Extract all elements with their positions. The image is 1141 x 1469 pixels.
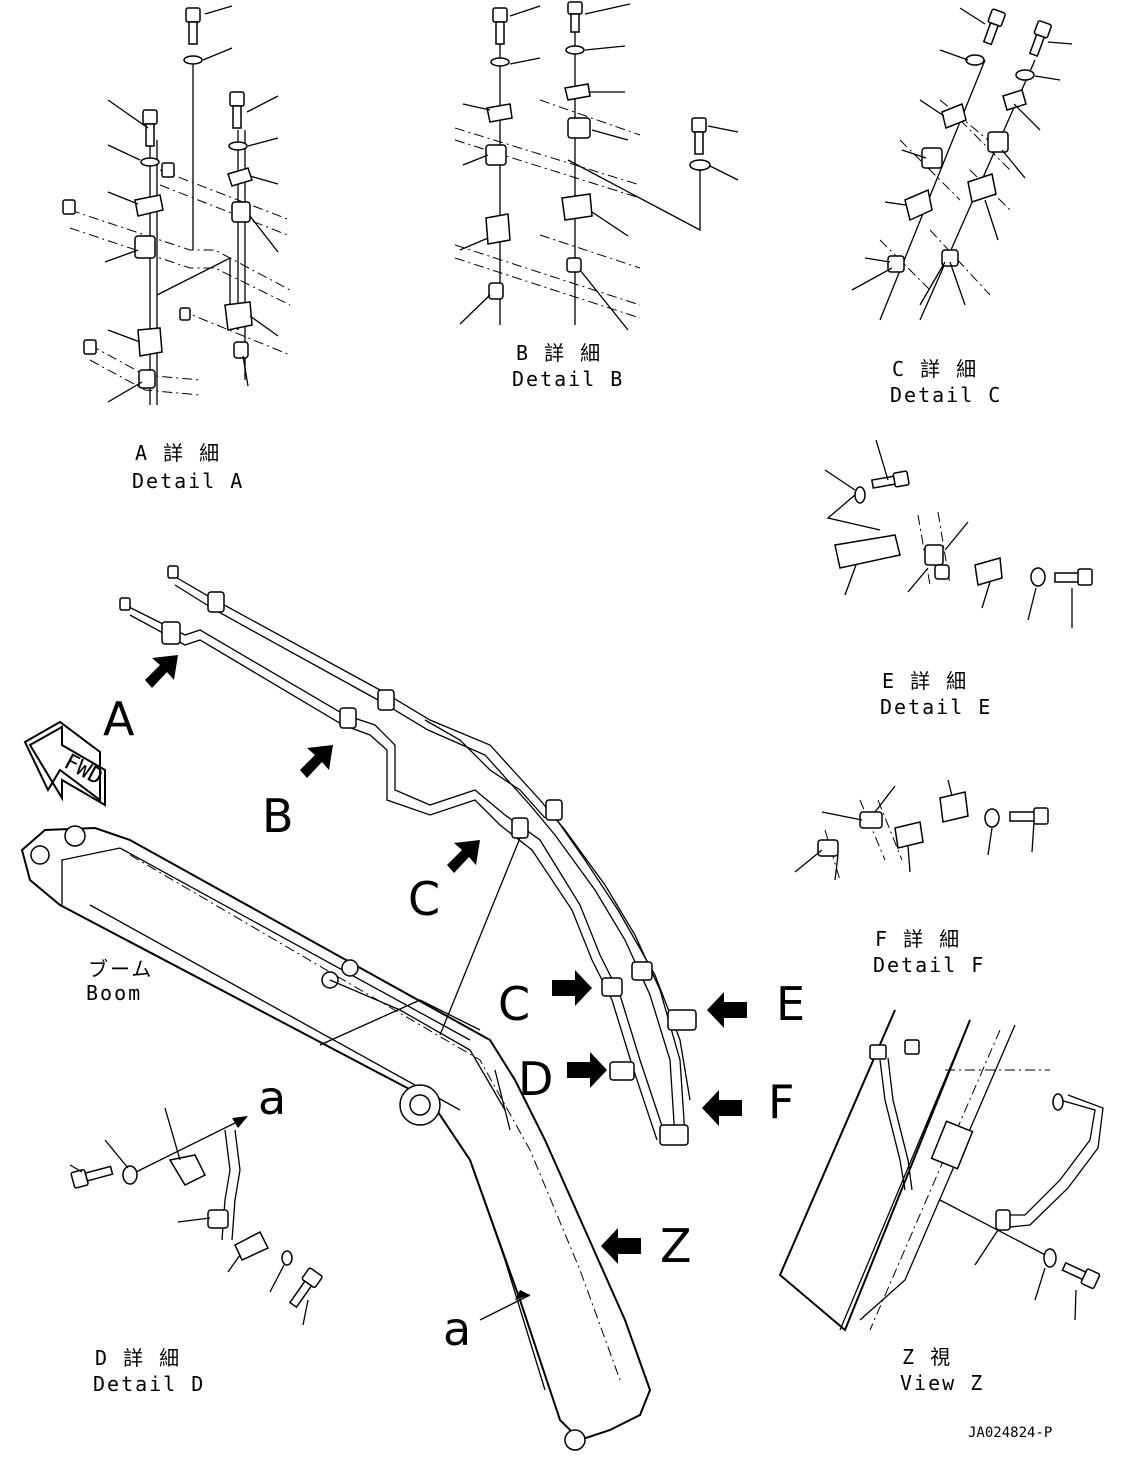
- detail-f-drawing: [794, 779, 1049, 881]
- callout-a: A: [103, 692, 135, 746]
- callout-c-lower: C: [498, 977, 530, 1031]
- detail-c-title-en: Detail C: [890, 383, 1002, 407]
- detail-b-title-ja: B 詳 細: [516, 341, 602, 365]
- detail-d-title-en: Detail D: [93, 1372, 205, 1396]
- callout-c-upper: C: [408, 872, 440, 926]
- detail-c-drawing: [851, 7, 1073, 321]
- view-z-title-ja: Z 視: [902, 1345, 952, 1369]
- detail-a-title-en: Detail A: [132, 469, 244, 493]
- callout-z: Z: [660, 1219, 692, 1273]
- detail-a-drawing: [62, 5, 291, 405]
- mark-a-boom: a: [443, 1302, 471, 1356]
- boom-drawing: [20, 825, 652, 1451]
- fwd-arrow-icon: FWD: [23, 720, 107, 807]
- detail-c-title-ja: C 詳 細: [892, 357, 978, 381]
- callout-e: E: [776, 977, 805, 1031]
- boom-label-ja: ブーム: [88, 957, 153, 981]
- detail-a-title-ja: A 詳 細: [135, 441, 221, 465]
- detail-e-title-ja: E 詳 細: [882, 669, 968, 693]
- detail-b-drawing: [454, 1, 739, 331]
- mark-a-detail-d: a: [258, 1071, 286, 1125]
- callout-b: B: [262, 789, 294, 843]
- mark-a-leaders: [479, 1290, 531, 1321]
- detail-f-title-ja: F 詳 細: [875, 927, 961, 951]
- detail-d-drawing: [69, 1107, 323, 1326]
- hose-assembly: [119, 565, 697, 1146]
- view-z-drawing: [778, 1009, 1104, 1332]
- detail-b-title-en: Detail B: [512, 367, 624, 391]
- drawing-number: JA024824-P: [968, 1425, 1052, 1441]
- callout-f: F: [768, 1075, 794, 1129]
- view-z-title-en: View Z: [900, 1371, 984, 1395]
- detail-e-drawing: [824, 439, 1093, 628]
- detail-e-title-en: Detail E: [880, 695, 992, 719]
- detail-d-title-ja: D 詳 細: [95, 1346, 181, 1370]
- callout-arrows: [145, 655, 747, 1264]
- detail-f-title-en: Detail F: [873, 953, 985, 977]
- boom-label-en: Boom: [86, 981, 142, 1005]
